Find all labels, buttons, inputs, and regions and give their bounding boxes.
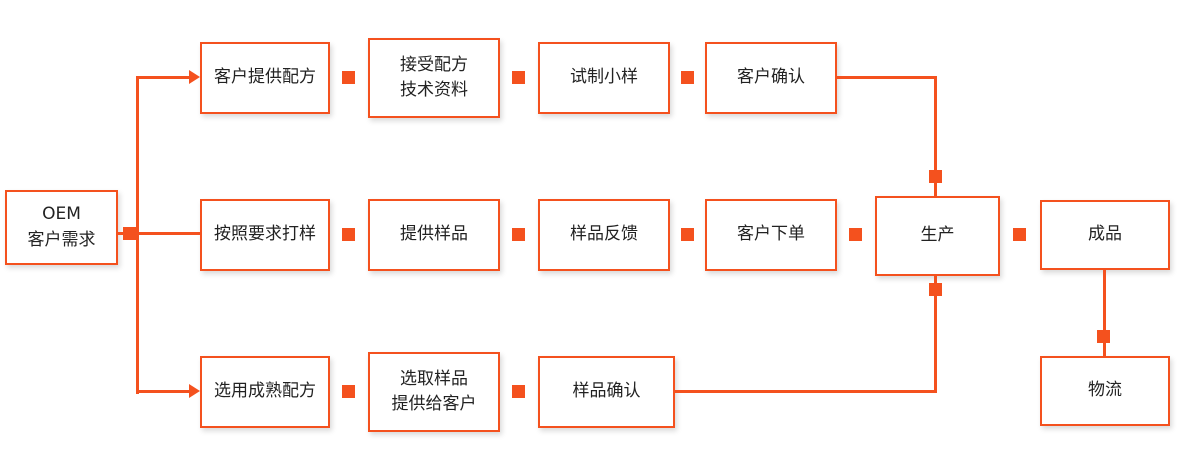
connector-line <box>136 76 190 79</box>
connector-line <box>934 276 937 393</box>
node-select-sample-provide: 选取样品 提供给客户 <box>368 352 500 432</box>
connector-square <box>342 385 355 398</box>
node-production: 生产 <box>875 196 1000 276</box>
connector-square <box>123 227 136 240</box>
connector-line <box>1103 270 1106 356</box>
node-sample-confirm: 样品确认 <box>538 356 675 428</box>
node-sample-per-requirements: 按照要求打样 <box>200 199 330 271</box>
node-provide-sample: 提供样品 <box>368 199 500 271</box>
connector-line <box>118 232 200 235</box>
connector-square <box>681 228 694 241</box>
connector-square <box>1013 228 1026 241</box>
connector-square <box>929 170 942 183</box>
connector-square <box>929 283 942 296</box>
connector-square <box>512 385 525 398</box>
node-customer-confirm: 客户确认 <box>705 42 837 114</box>
arrow-right-icon <box>189 70 200 84</box>
node-sample-feedback: 样品反馈 <box>538 199 670 271</box>
connector-square <box>681 71 694 84</box>
connector-square <box>849 228 862 241</box>
connector-square <box>342 71 355 84</box>
arrow-right-icon <box>189 384 200 398</box>
connector-square <box>512 71 525 84</box>
connector-line <box>934 76 937 196</box>
node-trial-sample: 试制小样 <box>538 42 670 114</box>
connector-line <box>675 390 937 393</box>
node-logistics: 物流 <box>1040 356 1170 426</box>
node-customer-provides-formula: 客户提供配方 <box>200 42 330 114</box>
connector-line <box>136 390 190 393</box>
node-customer-order: 客户下单 <box>705 199 837 271</box>
node-use-mature-formula: 选用成熟配方 <box>200 356 330 428</box>
connector-square <box>1097 330 1110 343</box>
connector-line <box>837 76 937 79</box>
node-accept-formula-materials: 接受配方 技术资料 <box>368 38 500 118</box>
connector-square <box>342 228 355 241</box>
node-oem-demand: OEM 客户需求 <box>5 190 118 265</box>
connector-square <box>512 228 525 241</box>
connector-line <box>136 76 139 394</box>
node-finished-product: 成品 <box>1040 200 1170 270</box>
